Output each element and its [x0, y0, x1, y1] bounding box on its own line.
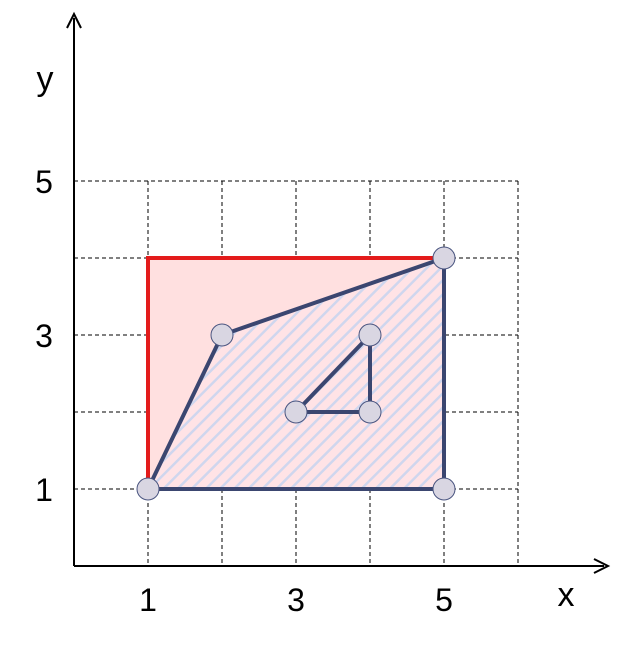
outer-polygon-node [136, 477, 160, 501]
outer-polygon-edge [146, 333, 224, 491]
x-axis-label: x [558, 576, 575, 614]
x-tick-label: 5 [435, 582, 453, 618]
y-tick-label: 3 [35, 318, 53, 354]
x-tick-label: 3 [287, 582, 305, 618]
y-axis-arrow [66, 11, 82, 29]
y-tick-label: 1 [35, 472, 53, 508]
outer-polygon-node [432, 477, 456, 501]
inner-triangle-node [358, 323, 382, 347]
y-axis-label: y [37, 60, 54, 98]
polygon-nodes [136, 246, 456, 501]
outer-polygon-region [148, 258, 444, 489]
tick-labels: 1 3 5 1 3 5 [35, 164, 453, 618]
inner-triangle-node [284, 400, 308, 424]
outer-polygon-edge [220, 256, 446, 337]
y-tick-label: 5 [35, 164, 53, 200]
x-tick-label: 1 [139, 582, 157, 618]
outer-polygon-node [432, 246, 456, 270]
polygon-edges [146, 256, 446, 491]
x-axis-arrow [593, 558, 611, 574]
axes [66, 11, 611, 574]
inner-triangle-node [358, 400, 382, 424]
inner-triangle-edge [294, 333, 372, 414]
outer-polygon-hatch [148, 258, 444, 489]
outer-polygon-node [210, 323, 234, 347]
